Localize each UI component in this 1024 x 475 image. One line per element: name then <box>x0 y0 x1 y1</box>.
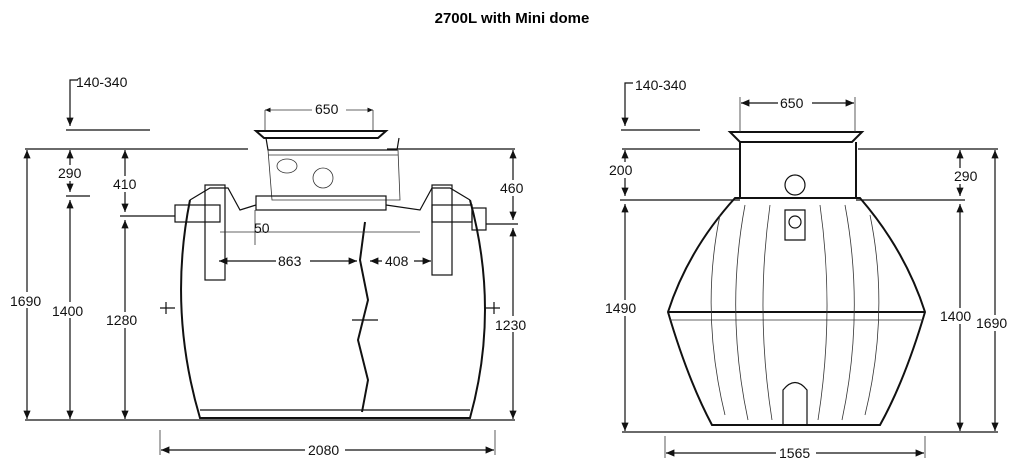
side-length-label: 2080 <box>308 442 339 458</box>
side-height-body-label: 1400 <box>52 303 83 319</box>
side-baffle-to-outlet-label: 408 <box>385 253 409 269</box>
end-width-label: 1565 <box>779 445 810 461</box>
end-height-body-label: 1400 <box>940 308 971 324</box>
side-tank-body <box>160 184 500 419</box>
end-dome-to-top-label: 290 <box>954 168 978 184</box>
side-dome-to-top-label: 290 <box>58 165 82 181</box>
side-inlet-to-baffle-label: 863 <box>278 253 302 269</box>
riser-arrow <box>66 79 78 126</box>
end-height-left-label: 1490 <box>605 300 636 316</box>
side-inlet-depth-label: 410 <box>113 176 137 192</box>
end-dome-height-label: 200 <box>609 162 633 178</box>
side-height-total-label: 1690 <box>10 293 41 309</box>
drawing-title: 2700L with Mini dome <box>434 10 590 27</box>
side-inlet-height-label: 1280 <box>106 312 137 328</box>
side-view: 140-340 650 <box>8 74 532 458</box>
end-tank-body <box>666 197 927 426</box>
end-riser-label: 140-340 <box>635 77 687 93</box>
side-dome <box>253 130 401 211</box>
end-height-total-label: 1690 <box>976 315 1007 331</box>
side-inlet-drop-label: 50 <box>254 220 270 236</box>
end-view: 140-340 650 200 149 <box>603 77 1014 461</box>
side-outlet-depth-label: 460 <box>500 180 524 196</box>
end-dome <box>727 131 865 199</box>
side-riser-label: 140-340 <box>76 74 128 90</box>
end-dome-width-label: 650 <box>780 95 804 111</box>
side-outlet-height-label: 1230 <box>495 317 526 333</box>
side-dome-width-label: 650 <box>315 101 339 117</box>
